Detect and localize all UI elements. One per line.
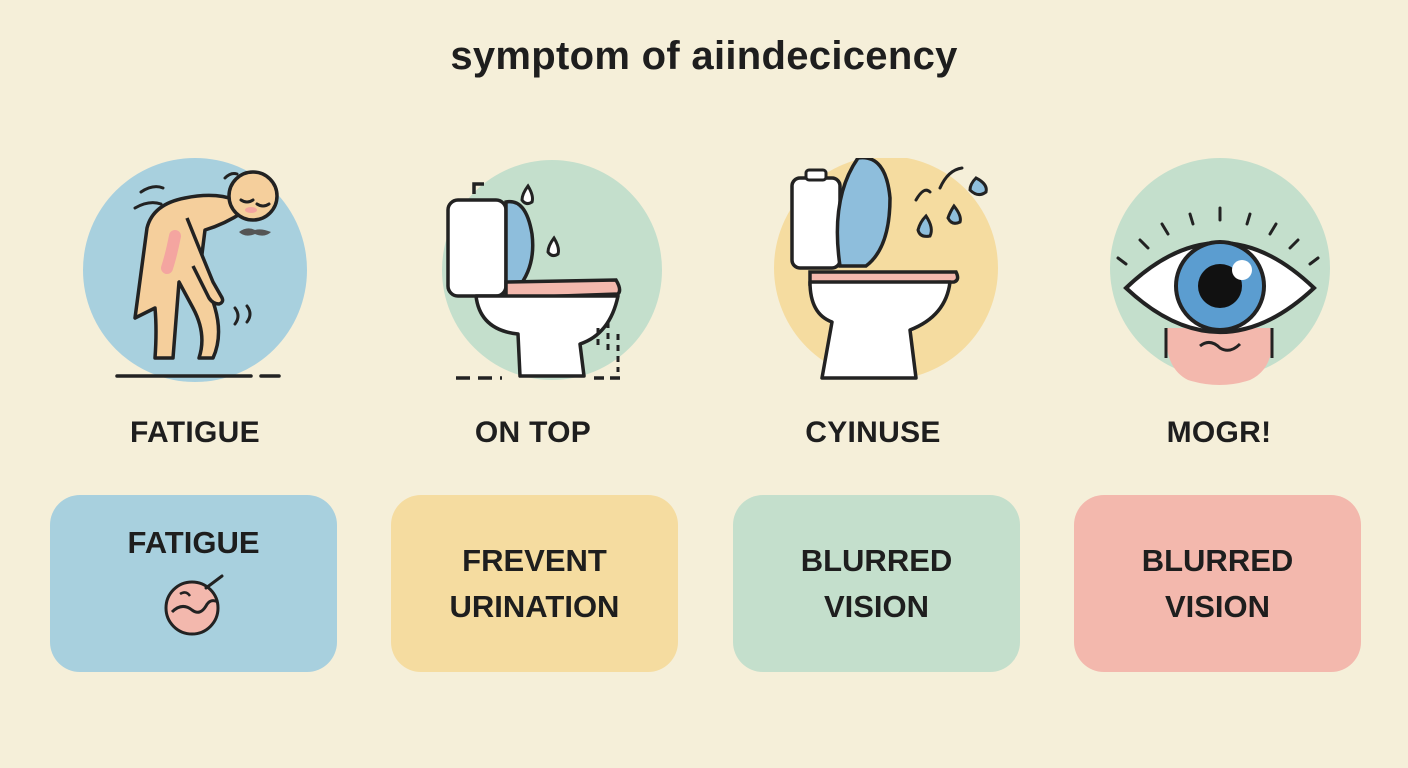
tired-person-icon	[75, 158, 315, 390]
symptom-card-4: BLURRED VISION	[1074, 495, 1361, 672]
card-line-1: FATIGUE	[127, 525, 260, 560]
card-line-1: FREVENT	[462, 542, 607, 578]
icon-label-4: MOGR!	[1166, 416, 1272, 449]
icon-label-2: ON TOP	[474, 416, 592, 449]
icon-label-1: FATIGUE	[130, 416, 260, 449]
symptom-card-2: FREVENT URINATION	[391, 495, 678, 672]
symptom-card-3: BLURRED VISION	[733, 495, 1020, 672]
cell-icon	[162, 572, 226, 641]
card-line-1: BLURRED	[1141, 542, 1294, 578]
card-line-2: URINATION	[449, 588, 620, 624]
eye-icon	[1100, 158, 1340, 390]
page-title: symptom of aiindecicency	[450, 34, 958, 78]
symptom-card-1: FATIGUE	[50, 495, 337, 672]
card-line-2: VISION	[1164, 588, 1271, 624]
toilet-icon	[422, 158, 662, 390]
card-line-2: VISION	[823, 588, 930, 624]
icon-label-3: CYINUSE	[805, 416, 941, 449]
card-line-1: BLURRED	[800, 542, 953, 578]
toilet-splash-icon	[770, 158, 1010, 390]
